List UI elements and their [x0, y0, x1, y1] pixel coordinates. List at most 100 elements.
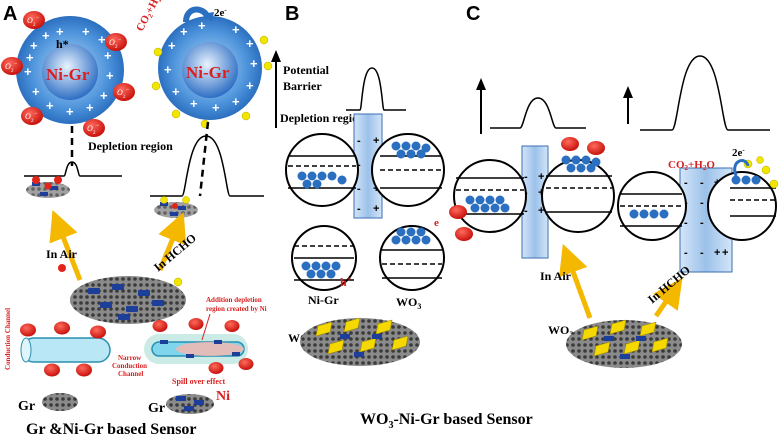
svg-text:2: 2 [33, 23, 36, 28]
svg-text:+: + [26, 50, 34, 65]
depletion-region-label-a: Depletion region [88, 139, 173, 153]
svg-text:+: + [714, 247, 720, 259]
svg-text:+: + [246, 36, 254, 51]
addition-depletion-pointer [201, 313, 211, 341]
svg-text:+: + [98, 32, 106, 47]
conduction-channel-gr: Conduction Channel [4, 308, 111, 377]
svg-text:+: + [86, 100, 94, 115]
svg-text:-: - [357, 203, 361, 215]
arrow-c-air [559, 243, 593, 319]
barrier-curve-c-hcho [640, 55, 770, 131]
nigr-label-b: Ni-Gr [308, 293, 339, 307]
panel-b: Potential Barrier Depletion region -+ -+… [271, 50, 533, 431]
co2-h2o-label-c: CO2+H2O [668, 159, 715, 172]
small-cluster-hcho [154, 196, 198, 218]
svg-text:−: − [126, 87, 130, 93]
junction-c-hcho [617, 156, 779, 241]
nigr-band-circle: h+ [291, 225, 357, 291]
nigr-particle-hcho: ++++ ++++ ++++ Ni-Gr [151, 6, 273, 129]
svg-text:+: + [373, 183, 379, 195]
svg-text:O: O [117, 88, 123, 97]
panel-a: ++++ ++++ ++++ ++ Ni-Gr h* O2− O2− O2− O… [1, 0, 273, 438]
dashed-link-right [198, 121, 210, 197]
svg-text:+: + [82, 24, 90, 39]
small-cluster-air [26, 176, 70, 198]
svg-text:-: - [524, 205, 528, 217]
svg-text:O: O [25, 112, 31, 121]
panel-label-b: B [285, 3, 299, 25]
svg-text:2: 2 [11, 69, 14, 74]
svg-text:+: + [104, 48, 112, 63]
svg-text:+: + [30, 38, 38, 53]
spill-over-label: Spill over effect [172, 377, 226, 386]
svg-text:O: O [109, 38, 115, 47]
svg-text:+: + [212, 100, 220, 115]
wo3-nigr-mesh-c [566, 319, 682, 368]
caption-a: Gr &Ni-Gr based Sensor [26, 421, 197, 438]
svg-text:+: + [168, 38, 176, 53]
svg-text:2: 2 [123, 95, 126, 100]
wo3-label-b: WO3 [396, 295, 421, 311]
svg-text:−: − [96, 123, 100, 129]
electron-label-b: e [434, 217, 439, 229]
svg-text:+: + [232, 94, 240, 109]
nigr-label-left: Ni-Gr [46, 65, 90, 84]
conduction-channel-label: Conduction Channel [4, 308, 12, 370]
svg-text:-: - [524, 171, 528, 183]
svg-text:+: + [373, 203, 379, 215]
svg-text:+: + [538, 205, 544, 217]
hcho-dot [173, 277, 183, 287]
depletion-region-label-b: Depletion region [280, 111, 365, 125]
nigr-mesh-a [70, 276, 186, 324]
two-electrons-label-c: 2e- [732, 146, 745, 159]
svg-text:+: + [66, 104, 74, 119]
svg-text:2: 2 [31, 119, 34, 124]
in-air-label-a: In Air [46, 247, 78, 261]
gr-mini-mesh [42, 393, 78, 411]
in-air-label-c: In Air [540, 269, 572, 283]
barrier-curve-air [24, 161, 122, 177]
svg-text:+: + [232, 22, 240, 37]
barrier-curve-hcho [150, 135, 264, 197]
ni-label: Ni [216, 389, 230, 404]
svg-text:+: + [190, 96, 198, 111]
nigr-wo3-junction [285, 133, 445, 207]
svg-text:−: − [118, 37, 122, 43]
co2-h2o-label-a: CO2+H2O [134, 0, 168, 34]
svg-text:+: + [250, 56, 258, 71]
junction-c-air [449, 137, 615, 241]
barrier-curve-c-air [490, 97, 586, 129]
svg-text:+: + [246, 78, 254, 93]
two-electrons-label-a: 2e- [214, 6, 227, 19]
svg-text:+: + [100, 88, 108, 103]
svg-text:+: + [56, 24, 64, 39]
nigr-particle-air: ++++ ++++ ++++ ++ Ni-Gr h* [16, 16, 124, 124]
arrow-to-air [49, 210, 83, 281]
svg-text:+: + [722, 247, 728, 259]
svg-text:+: + [46, 98, 54, 113]
panel-label-a: A [3, 3, 17, 25]
panel-c: -+ -+ -+ [449, 55, 779, 368]
o2-ions-left: O2− O2− O2− O2− O2− O2− [1, 11, 135, 137]
svg-text:+: + [538, 171, 544, 183]
svg-text:+: + [198, 18, 206, 33]
svg-text:2: 2 [93, 131, 96, 136]
wo3-nigr-mesh-b [300, 317, 420, 366]
barrier-curve-b [346, 67, 406, 111]
potential-barrier-label: Potential Barrier [283, 63, 332, 93]
arrow-c-hcho [653, 277, 683, 318]
svg-text:-: - [684, 217, 688, 229]
svg-text:-: - [700, 247, 704, 259]
nigr-label-right: Ni-Gr [186, 63, 230, 82]
svg-text:+: + [42, 28, 50, 43]
svg-text:O: O [27, 16, 33, 25]
svg-text:+: + [373, 135, 379, 147]
hole-label: h* [56, 37, 69, 51]
svg-text:-: - [357, 135, 361, 147]
nigr-mini-mesh [166, 394, 214, 414]
narrow-channel-label: Narrow Conduction Channel [112, 354, 149, 378]
caption-bc: WO3-Ni-Gr based Sensor [360, 411, 533, 431]
svg-text:+: + [24, 64, 32, 79]
